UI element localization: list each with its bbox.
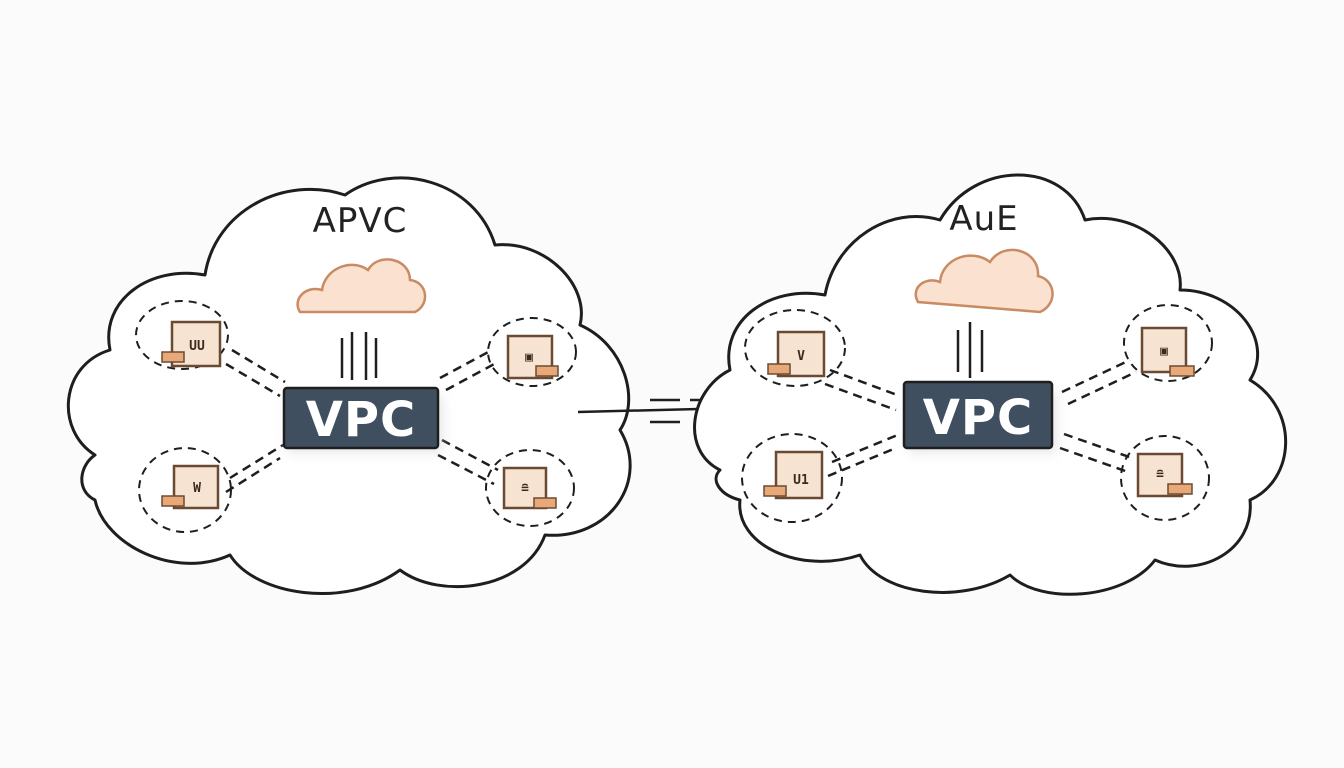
cloud-left-node-bottom-right: ≘: [485, 449, 575, 527]
cloud-right-node-top-right: ▣: [1123, 304, 1213, 382]
cloud-right-small-cloud-icon: [914, 248, 1054, 314]
cloud-right: AuE: [693, 173, 1288, 596]
cloud-left-node-top-left-glyph: UU: [189, 339, 205, 354]
cloud-right-node-top-left: V: [744, 309, 846, 387]
cloud-left-node-bottom-right-glyph: ≘: [521, 482, 529, 497]
cloud-left-vpc-label: VPC: [306, 392, 417, 448]
cloud-left-node-top-left: UU: [135, 300, 229, 370]
cloud-left-vpc-box: VPC: [282, 386, 442, 452]
cloud-left-node-bottom-left-glyph: W: [193, 481, 201, 496]
cloud-right-vertical-link: [956, 322, 984, 378]
cloud-left-small-cloud-icon: [296, 258, 427, 314]
cloud-right-node-bottom-right: ≘: [1120, 435, 1210, 521]
cloud-right-label: AuE: [949, 199, 1018, 239]
cloud-left-label: APVC: [313, 201, 408, 241]
cloud-right-node-top-left-glyph: V: [797, 349, 805, 364]
cloud-right-vpc-label: VPC: [923, 390, 1034, 446]
cloud-right-node-bottom-left-glyph: U1: [793, 473, 809, 488]
cloud-left-node-bottom-left: W: [138, 447, 232, 533]
cloud-left-links: [225, 348, 499, 494]
cloud-right-node-bottom-right-glyph: ≘: [1156, 468, 1164, 483]
cloud-right-vpc-box: VPC: [902, 380, 1056, 452]
cloud-left-node-top-right-glyph: ▣: [525, 350, 533, 365]
cloud-right-node-bottom-left: U1: [741, 433, 843, 523]
cloud-left-node-top-right: ▣: [487, 317, 577, 387]
cloud-left-vertical-link: [340, 332, 378, 380]
cloud-right-node-top-right-glyph: ▣: [1160, 344, 1168, 359]
cloud-right-links: [824, 358, 1137, 478]
cloud-left: APVC: [66, 176, 632, 596]
